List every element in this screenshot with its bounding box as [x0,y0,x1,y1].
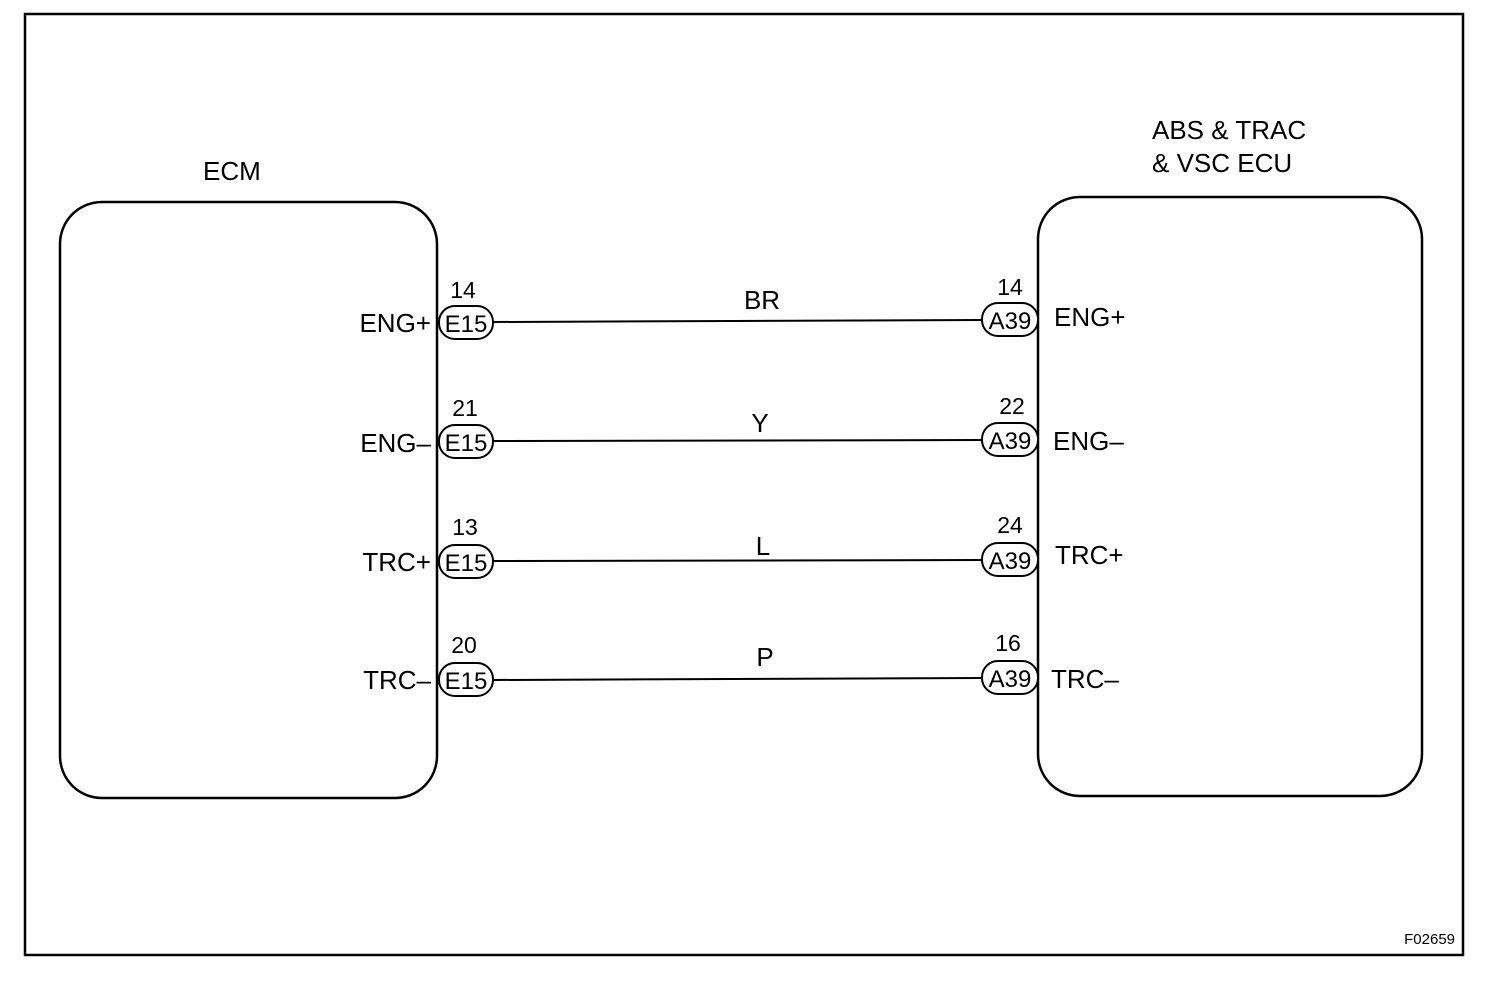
ecm-box [58,200,439,800]
right-connector-oval [981,660,1039,695]
wire-color-label: Y [751,408,768,438]
right-connector-label: A39 [989,308,1032,335]
left-connector-label: E15 [445,430,488,457]
wire-rows: BR ENG+ 14 E15 14 A39 ENG+ Y ENG– 21 E15… [359,274,1126,697]
right-connector-oval [981,302,1039,337]
right-signal-label: ENG+ [1054,302,1126,332]
right-connector-label: A39 [989,548,1032,575]
left-pin-number: 20 [451,632,477,658]
right-connector-oval [981,422,1039,457]
abs-trac-vsc-ecu-title-line1: ABS & TRAC [1152,115,1306,145]
right-pin-number: 22 [999,393,1025,419]
left-signal-label: TRC+ [362,547,431,577]
left-signal-label: ENG– [360,428,431,458]
diagram-frame [23,12,1465,957]
right-connector-label: A39 [989,666,1032,693]
abs-trac-vsc-ecu-title-line2: & VSC ECU [1152,148,1292,178]
right-pin-number: 16 [995,630,1021,656]
wire-color-label: P [756,642,773,672]
right-signal-label: TRC– [1051,664,1119,694]
right-pin-number: 14 [997,274,1023,300]
left-signal-label: ENG+ [359,308,431,338]
left-connector-oval [438,305,494,340]
left-connector-oval [438,424,494,459]
left-connector-label: E15 [445,550,488,577]
right-pin-number: 24 [997,512,1023,538]
left-connector-oval [438,544,494,579]
wire-color-label: BR [744,285,780,315]
wire-line [492,439,983,442]
left-pin-number: 14 [450,277,476,303]
left-connector-label: E15 [445,311,488,338]
right-signal-label: ENG– [1053,426,1124,456]
wire-row: P TRC– 20 E15 16 A39 TRC– [363,630,1119,697]
abs-trac-vsc-ecu-box [1036,195,1424,798]
wire-line [492,319,983,323]
figure-id: F02659 [1404,931,1455,948]
wire-row: BR ENG+ 14 E15 14 A39 ENG+ [359,274,1126,340]
left-connector-label: E15 [445,668,488,695]
wire-line [492,677,983,681]
ecm-title: ECM [203,156,261,186]
wire-line [492,559,983,562]
wire-row: L TRC+ 13 E15 24 A39 TRC+ [362,512,1124,579]
left-connector-oval [438,662,494,697]
wire-row: Y ENG– 21 E15 22 A39 ENG– [360,393,1124,459]
right-connector-oval [981,542,1039,577]
right-connector-label: A39 [989,428,1032,455]
left-pin-number: 13 [452,514,478,540]
wire-color-label: L [756,531,770,561]
left-pin-number: 21 [452,395,478,421]
left-signal-label: TRC– [363,665,431,695]
right-signal-label: TRC+ [1055,540,1124,570]
